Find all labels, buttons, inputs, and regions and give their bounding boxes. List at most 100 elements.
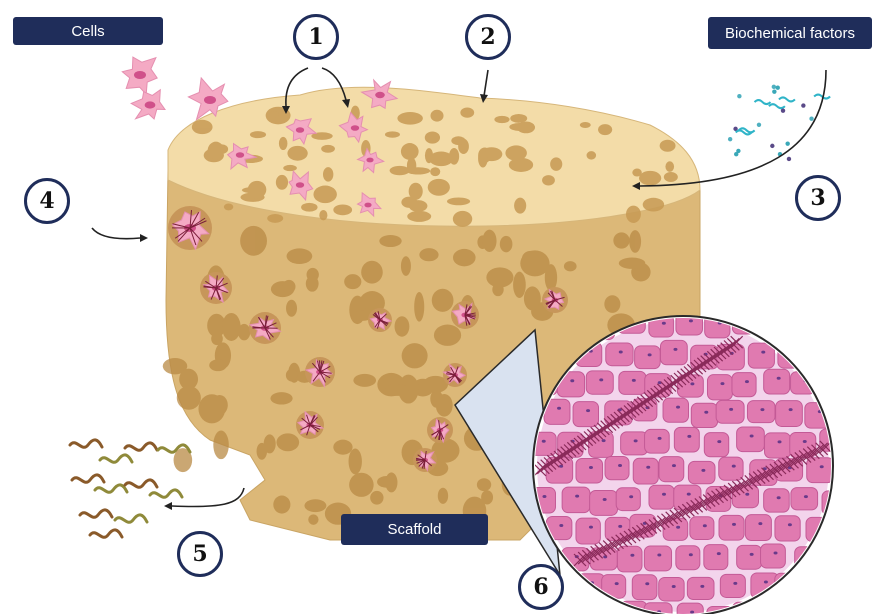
- matrix-cell-icon: [542, 287, 568, 313]
- pore-icon: [283, 280, 296, 293]
- tissue-cell-icon: [676, 546, 700, 570]
- tissue-cell-icon: [690, 517, 714, 540]
- marker-5: 5: [177, 531, 223, 577]
- pore-icon: [664, 172, 678, 182]
- biochemical-particle-icon: [728, 137, 732, 141]
- arrow-4: [92, 228, 140, 239]
- tissue-cell-icon: [586, 371, 613, 394]
- tissue-cell-icon: [719, 457, 743, 480]
- pore-icon: [453, 211, 472, 227]
- matrix-cell-icon: [413, 448, 437, 472]
- pore-icon: [430, 167, 440, 176]
- tissue-cell-icon: [761, 606, 787, 614]
- pore-icon: [542, 175, 555, 185]
- pore-icon: [370, 491, 383, 505]
- pore-icon: [613, 232, 629, 248]
- pore-icon: [514, 198, 526, 214]
- pore-icon: [267, 214, 283, 223]
- pore-icon: [353, 374, 376, 387]
- tissue-cell-icon: [805, 572, 833, 594]
- pore-icon: [629, 230, 641, 253]
- tissue-cell-icon: [663, 398, 688, 422]
- tissue-cell-icon: [775, 573, 801, 597]
- tissue-cell-icon: [837, 342, 864, 367]
- tissue-cell-icon: [590, 491, 618, 516]
- pore-icon: [313, 186, 336, 204]
- tissue-cell-icon: [632, 575, 657, 600]
- pore-icon: [429, 152, 453, 167]
- pore-icon: [409, 183, 423, 200]
- pore-icon: [619, 258, 646, 269]
- pore-icon: [273, 496, 290, 514]
- pore-icon: [192, 120, 213, 134]
- pore-icon: [419, 248, 438, 261]
- pore-icon: [639, 171, 661, 185]
- biochemical-particle-icon: [772, 89, 776, 93]
- pore-icon: [436, 394, 453, 417]
- tissue-cell-icon: [791, 488, 818, 510]
- bacteria-icon: [100, 455, 132, 462]
- tissue-cell-icon: [764, 489, 790, 512]
- pore-icon: [428, 179, 450, 196]
- pore-icon: [323, 167, 333, 182]
- biochemical-particle-icon: [757, 123, 761, 127]
- bacteria-icon: [72, 475, 104, 482]
- pore-icon: [451, 136, 465, 145]
- pore-icon: [250, 131, 266, 138]
- pore-icon: [598, 124, 612, 135]
- biochemical-particle-icon: [769, 104, 785, 108]
- tissue-cell-icon: [687, 577, 714, 599]
- matrix-cell-icon: [305, 357, 335, 387]
- pore-icon: [279, 137, 288, 150]
- pore-icon: [477, 478, 491, 491]
- pore-icon: [460, 108, 474, 118]
- tissue-cell-icon: [733, 602, 759, 614]
- tissue-cell-icon: [645, 429, 670, 453]
- tissue-cell-icon: [732, 373, 756, 397]
- pore-icon: [385, 131, 400, 137]
- biochemical-particle-icon: [801, 103, 805, 107]
- pore-icon: [550, 157, 562, 171]
- pore-icon: [564, 261, 577, 271]
- pore-icon: [385, 472, 397, 492]
- marker-1: 1: [293, 14, 339, 60]
- tissue-cell-icon: [764, 369, 790, 394]
- pore-icon: [395, 316, 410, 336]
- tissue-cell-icon: [573, 402, 598, 427]
- biochemical-particle-icon: [779, 97, 795, 101]
- pore-icon: [240, 226, 267, 256]
- pore-icon: [407, 211, 431, 222]
- cell-icon: [131, 90, 165, 119]
- bacteria-icon: [115, 515, 147, 522]
- pore-icon: [344, 274, 361, 289]
- pore-icon: [660, 140, 676, 152]
- pore-icon: [361, 261, 383, 284]
- cell-icon: [122, 57, 157, 94]
- pore-icon: [510, 114, 527, 123]
- pore-icon: [397, 112, 423, 125]
- tissue-cell-icon: [616, 488, 640, 511]
- matrix-cell-icon: [168, 206, 212, 250]
- pore-icon: [409, 200, 428, 212]
- pore-icon: [513, 272, 526, 298]
- pore-icon: [453, 249, 476, 266]
- tissue-cell-icon: [793, 603, 819, 614]
- pore-icon: [287, 248, 313, 264]
- tissue-cell-icon: [822, 604, 848, 614]
- pore-icon: [306, 276, 319, 292]
- tissue-cell-icon: [745, 515, 771, 541]
- pore-icon: [276, 433, 299, 451]
- pore-icon: [319, 210, 327, 220]
- matrix-cell-icon: [200, 272, 232, 304]
- pore-icon: [385, 384, 409, 396]
- pore-icon: [665, 161, 674, 172]
- pore-icon: [209, 359, 227, 371]
- pore-icon: [349, 473, 374, 497]
- tissue-cell-icon: [707, 375, 732, 400]
- matrix-cell-icon: [249, 312, 281, 344]
- arrow-2: [484, 70, 488, 96]
- biochemical-particle-icon: [755, 100, 771, 104]
- tissue-cell-icon: [765, 433, 791, 458]
- bacteria-icon: [125, 443, 157, 450]
- pore-icon: [321, 145, 335, 153]
